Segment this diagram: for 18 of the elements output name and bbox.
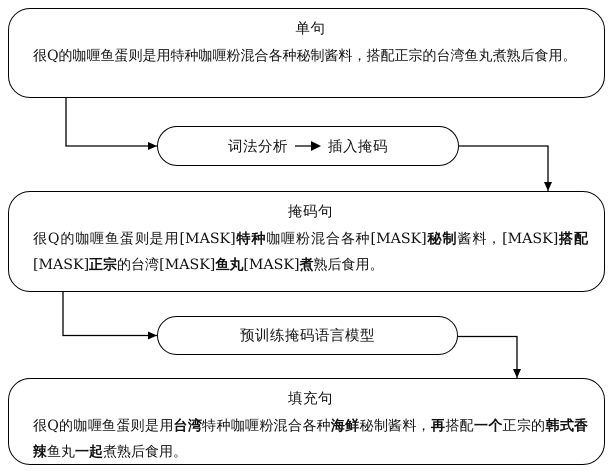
box-heading: 掩码句 bbox=[288, 203, 333, 222]
step-label: 插入掩码 bbox=[328, 138, 388, 156]
sentence-text: 很Q的咖喱鱼蛋则是用[MASK]特种咖喱粉混合各种[MASK]秘制酱料，[MASK]搭配[MASK]正宗的台湾[MASK]鱼丸[MASK]煮熟后食用。 bbox=[33, 230, 588, 275]
process-box bbox=[157, 316, 458, 355]
arrow bbox=[65, 98, 157, 150]
sentence-text: 很Q的咖喱鱼蛋则是用特种咖喱粉混合各种秘制酱料，搭配正宗的台湾鱼丸煮熟后食用。 bbox=[33, 47, 578, 66]
sentence-box bbox=[8, 378, 605, 465]
arrow bbox=[458, 336, 521, 378]
box-heading: 填充句 bbox=[288, 390, 333, 409]
sentence-box bbox=[8, 8, 605, 98]
process-box bbox=[157, 126, 459, 166]
step-label: 预训练掩码语言模型 bbox=[240, 326, 375, 345]
arrow bbox=[62, 292, 157, 340]
sentence-text: 很Q的咖喱鱼蛋则是用台湾特种咖喱粉混合各种海鲜秘制酱料，再搭配一个正宗的韩式香辣鱼丸一起煮熟后食用。 bbox=[33, 416, 588, 462]
box-heading: 单句 bbox=[296, 20, 326, 39]
sentence-box bbox=[8, 191, 605, 292]
arrow bbox=[459, 145, 552, 191]
step-label: 词法分析 bbox=[228, 138, 288, 156]
